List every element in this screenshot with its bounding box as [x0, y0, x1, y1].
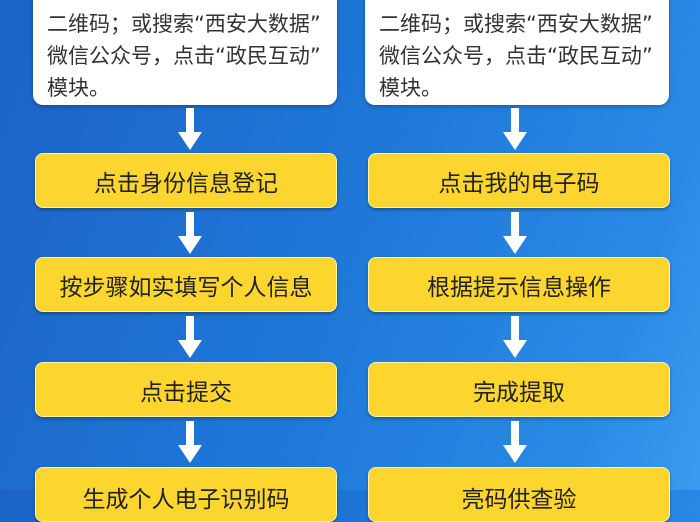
right-instruction-card: 二维码；或搜索“西安大数据” 微信公众号，点击“政民互动” 模块。 — [365, 0, 669, 105]
card-line: 二维码；或搜索“西安大数据” — [379, 12, 653, 36]
card-line: 微信公众号，点击“政民互动” — [379, 44, 653, 68]
card-line: 模块。 — [47, 76, 110, 100]
left-step-4: 生成个人电子识别码 — [35, 467, 337, 522]
left-step-2: 按步骤如实填写个人信息 — [35, 257, 337, 312]
arrow-down-icon — [178, 421, 202, 463]
arrow-down-icon — [503, 108, 527, 150]
card-line: 模块。 — [379, 76, 442, 100]
arrow-down-icon — [503, 421, 527, 463]
left-step-1: 点击身份信息登记 — [35, 153, 337, 208]
card-line: 微信公众号，点击“政民互动” — [47, 44, 321, 68]
arrow-down-icon — [503, 212, 527, 254]
right-step-4: 亮码供查验 — [368, 467, 670, 522]
right-step-3: 完成提取 — [368, 362, 670, 417]
card-line: 二维码；或搜索“西安大数据” — [47, 12, 321, 36]
left-step-3: 点击提交 — [35, 362, 337, 417]
right-step-1: 点击我的电子码 — [368, 153, 670, 208]
right-step-2: 根据提示信息操作 — [368, 257, 670, 312]
arrow-down-icon — [503, 316, 527, 358]
left-instruction-card: 二维码；或搜索“西安大数据” 微信公众号，点击“政民互动” 模块。 — [33, 0, 337, 105]
arrow-down-icon — [178, 316, 202, 358]
arrow-down-icon — [178, 212, 202, 254]
arrow-down-icon — [178, 108, 202, 150]
